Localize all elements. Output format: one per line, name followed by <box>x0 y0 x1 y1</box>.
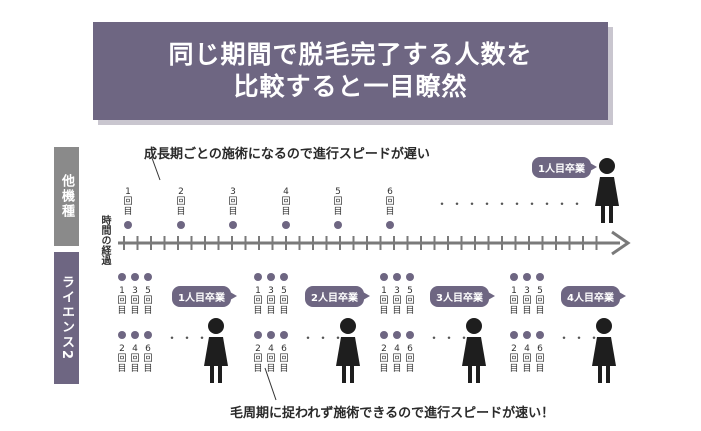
graduate-bubble: 4人目卒業 <box>561 286 626 307</box>
session-dot <box>334 221 342 229</box>
session-dot <box>254 331 262 339</box>
continuation-dots-bottom: ・・・ <box>302 331 348 345</box>
session-dot <box>406 331 414 339</box>
session-dot <box>144 331 152 339</box>
session-dot <box>254 273 262 281</box>
session-dot <box>380 273 388 281</box>
time-axis-arrow <box>611 230 631 256</box>
side-label-other: 他機種 <box>54 147 79 246</box>
session-dot <box>510 273 518 281</box>
graduate-bubble: 1人目卒業 <box>172 286 237 307</box>
continuation-dots-bottom: ・・・ <box>558 331 604 345</box>
session-dot <box>124 221 132 229</box>
session-dot <box>386 221 394 229</box>
session-dot <box>229 221 237 229</box>
session-dot <box>406 273 414 281</box>
note-top: 成長期ごとの施術になるので進行スピードが遅い <box>144 147 430 162</box>
session-dot <box>267 331 275 339</box>
session-dot <box>393 331 401 339</box>
person-icon <box>595 158 619 223</box>
note-bottom: 毛周期に捉われず施術できるので進行スピードが速い！ <box>230 406 555 421</box>
session-dot <box>536 331 544 339</box>
side-label-raience: ライエンス2 <box>54 252 79 384</box>
session-dot <box>510 331 518 339</box>
title-line-1: 同じ期間で脱毛完了する人数を <box>168 40 533 69</box>
session-dot <box>282 221 290 229</box>
session-dot <box>144 273 152 281</box>
session-dot <box>267 273 275 281</box>
session-dots <box>118 221 544 339</box>
leader-line-top <box>151 157 161 181</box>
session-dot <box>118 331 126 339</box>
continuation-dots-bottom: ・・・ <box>166 331 212 345</box>
session-dot <box>380 331 388 339</box>
title-banner: 同じ期間で脱毛完了する人数を 比較すると一目瞭然 <box>93 22 608 120</box>
title-line-2: 比較すると一目瞭然 <box>233 72 468 101</box>
session-dot <box>393 273 401 281</box>
person-icon <box>204 318 228 383</box>
session-dot <box>177 221 185 229</box>
continuation-dots-bottom: ・・・ <box>428 331 474 345</box>
graduate-bubble: 2人目卒業 <box>305 286 370 307</box>
person-icon <box>592 318 616 383</box>
leader-line-bottom <box>264 367 277 401</box>
graduate-bubble: 3人目卒業 <box>430 286 495 307</box>
graduate-bubble-top: 1人目卒業 <box>532 157 597 178</box>
session-dot <box>523 331 531 339</box>
session-dot <box>118 273 126 281</box>
person-icon <box>336 318 360 383</box>
axis-label: 時間の経過 <box>99 215 110 265</box>
continuation-dots-top: ・・・・・・・・・・ <box>436 197 587 211</box>
session-dot <box>536 273 544 281</box>
axis-ticks <box>123 236 598 250</box>
session-dot <box>131 331 139 339</box>
session-dot <box>523 273 531 281</box>
person-icon <box>462 318 486 383</box>
session-dot <box>280 331 288 339</box>
session-dot <box>131 273 139 281</box>
session-dot <box>280 273 288 281</box>
person-figures <box>204 158 619 383</box>
